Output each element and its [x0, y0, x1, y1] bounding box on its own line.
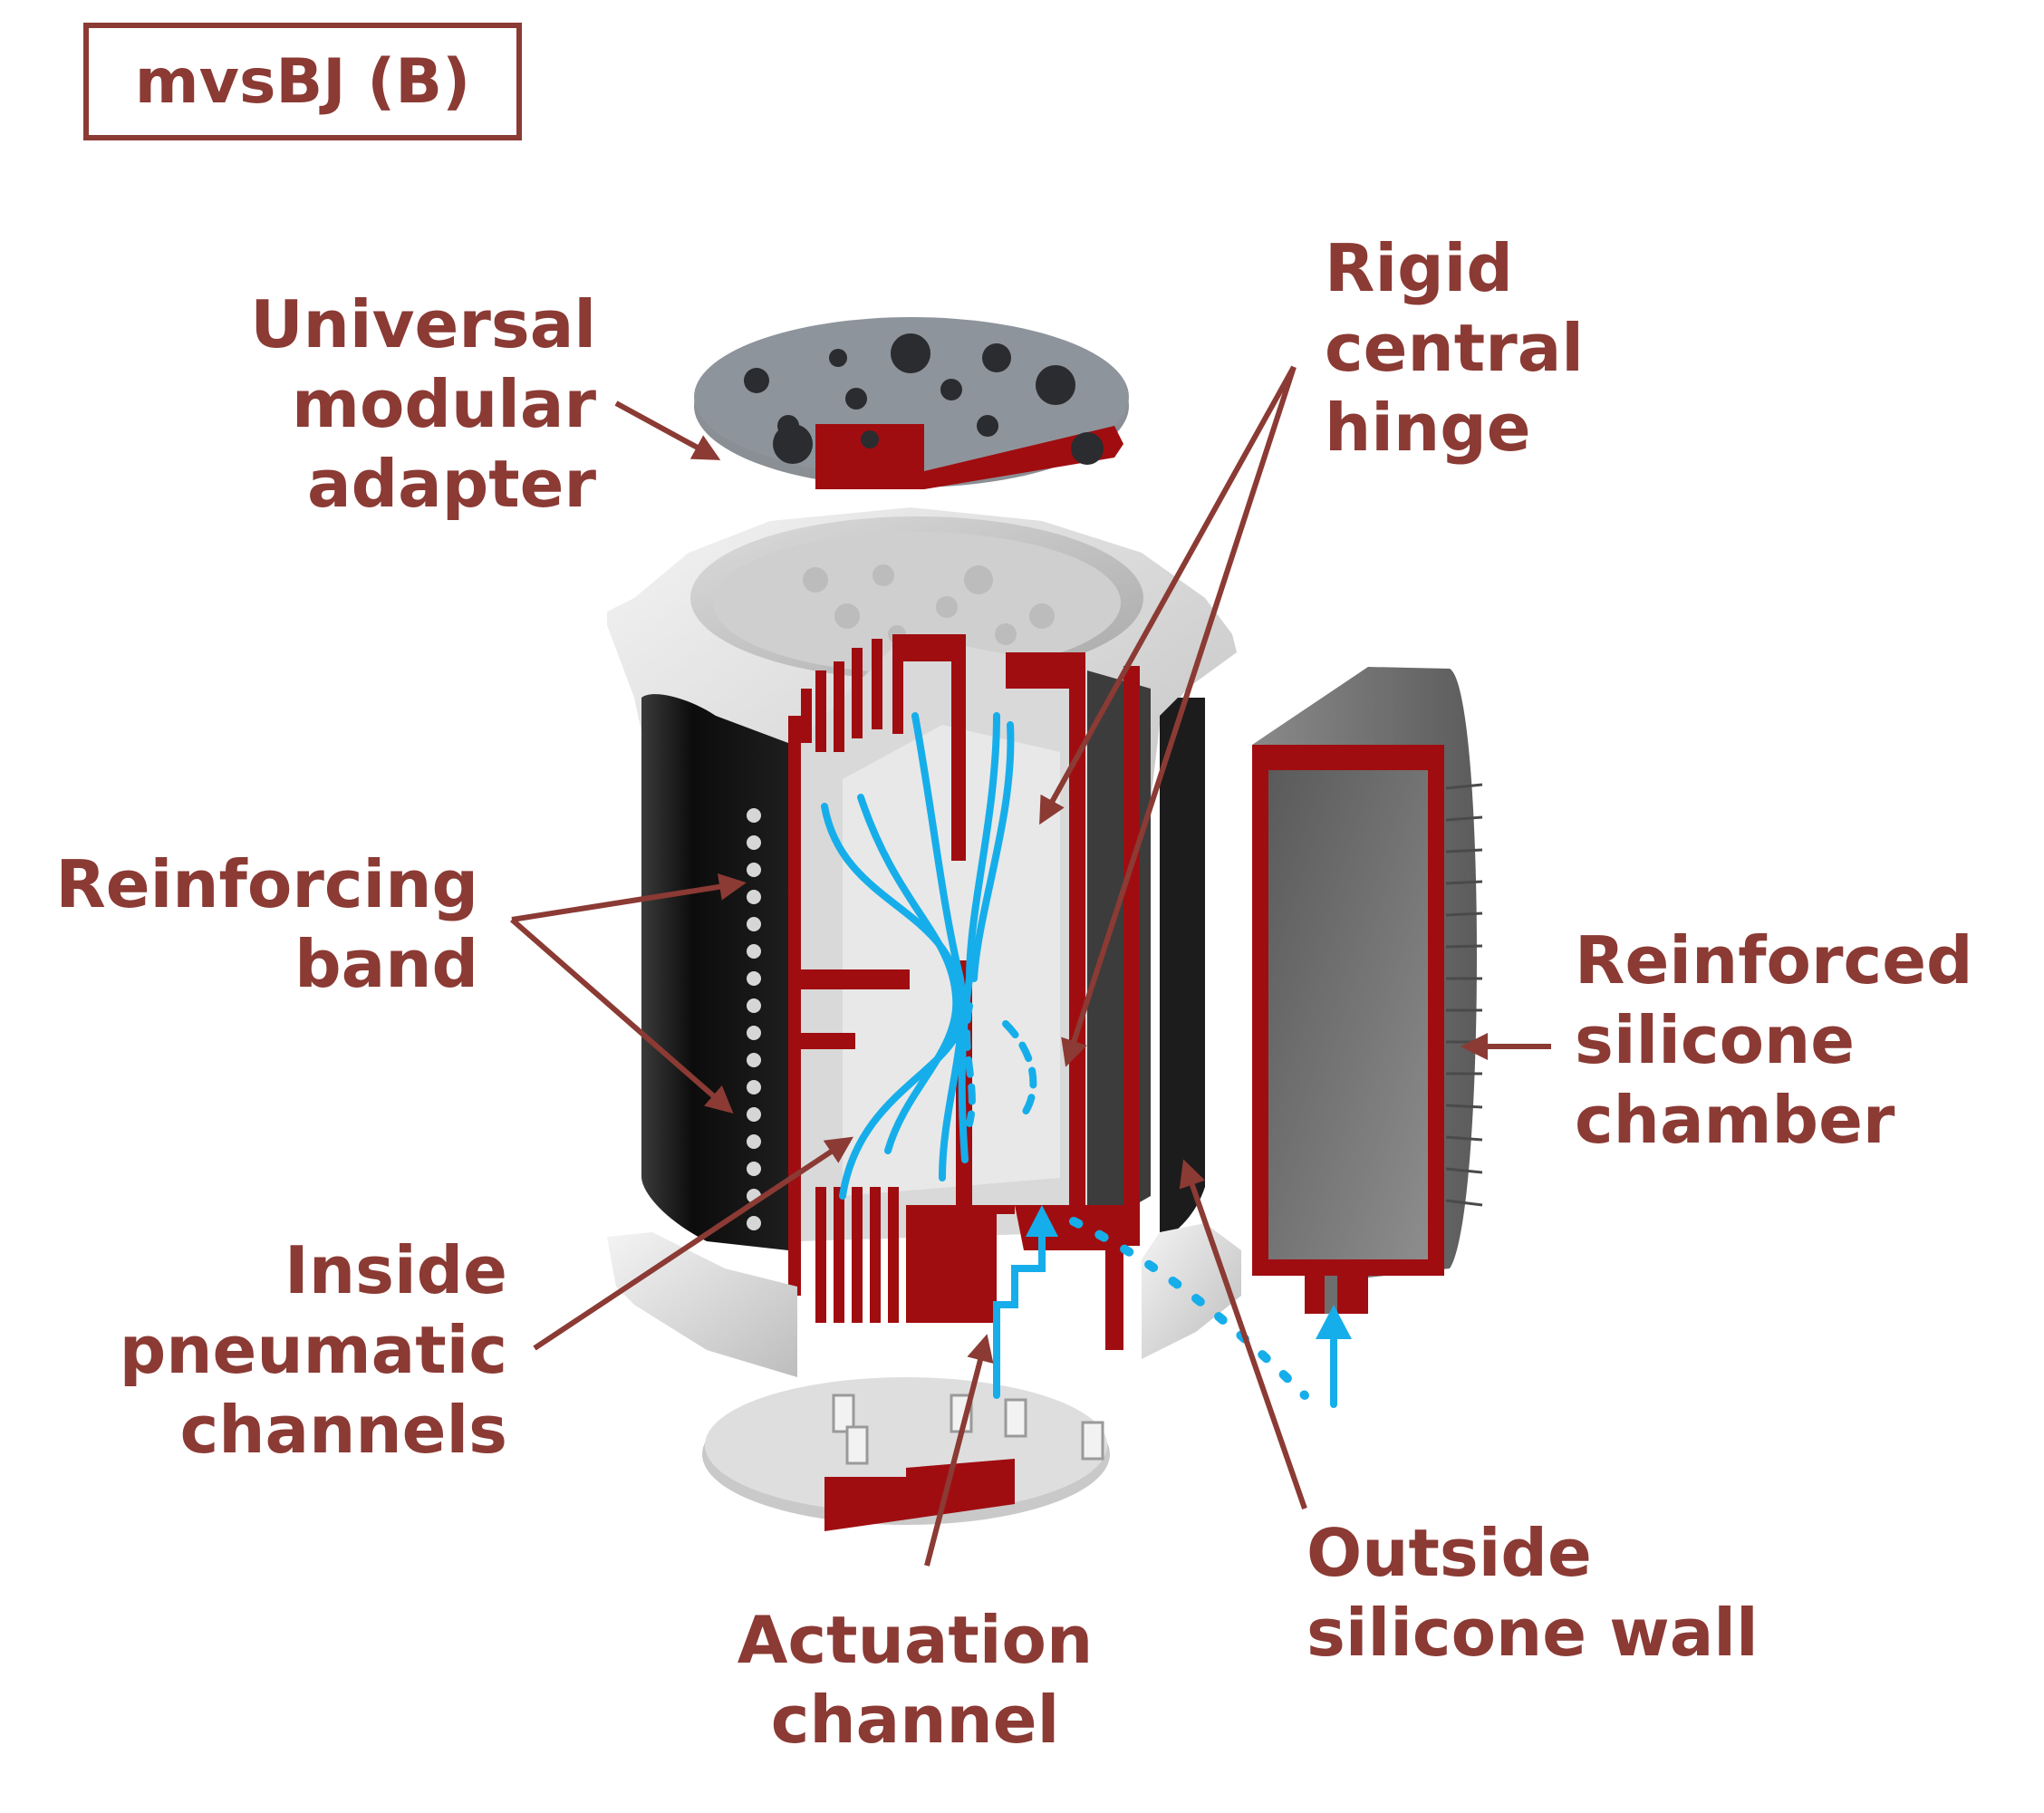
label-line: Rigid	[1325, 230, 1513, 306]
label-actuation-channel: Actuation channel	[725, 1600, 1105, 1760]
label-line: pneumatic	[119, 1312, 507, 1388]
label-line: hinge	[1325, 390, 1531, 466]
band-arrow-2	[510, 917, 734, 1114]
label-line: silicone wall	[1306, 1595, 1759, 1671]
label-line: channels	[179, 1392, 507, 1468]
page-title: mvsBJ (B)	[134, 45, 471, 118]
adapter-arrow	[614, 400, 721, 460]
label-line: silicone	[1575, 1002, 1856, 1078]
label-line: Reinforced	[1575, 922, 1973, 998]
outside-wall-arrow	[1179, 1159, 1307, 1509]
label-line: Actuation	[737, 1602, 1094, 1678]
hinge-arrow-2	[1061, 366, 1297, 1067]
label-line: chamber	[1575, 1082, 1895, 1158]
label-line: Reinforcing	[55, 846, 478, 922]
pneumatic-arrow	[533, 1136, 854, 1351]
silicone-chamber	[1252, 667, 1483, 1314]
title-box: mvsBJ (B)	[83, 23, 522, 140]
label-universal-modular-adapter: Universal modular adapter	[225, 284, 596, 524]
label-reinforcing-band: Reinforcing band	[36, 844, 478, 1004]
label-line: Outside	[1306, 1515, 1592, 1591]
label-line: central	[1325, 310, 1584, 386]
top-adapter-plate	[694, 317, 1129, 489]
band-arrow-1	[511, 873, 747, 922]
reinforcing-band	[641, 694, 1205, 1250]
actuation-arrow	[924, 1334, 994, 1567]
label-line: Inside	[284, 1232, 507, 1308]
label-reinforced-silicone-chamber: Reinforced silicone chamber	[1575, 921, 1991, 1160]
leader-arrows	[510, 365, 1551, 1567]
label-line: channel	[770, 1682, 1060, 1758]
flow-lines	[821, 712, 1337, 1408]
interior-cutaway	[797, 634, 1151, 1241]
label-outside-silicone-wall: Outside silicone wall	[1306, 1513, 1814, 1673]
label-line: Universal	[250, 286, 596, 362]
hinge-arrow-1	[1039, 365, 1297, 825]
bottom-adapter-plate	[702, 1377, 1110, 1531]
label-inside-pneumatic-channels: Inside pneumatic channels	[82, 1230, 507, 1470]
label-line: modular	[291, 366, 596, 442]
label-rigid-central-hinge: Rigid central hinge	[1325, 228, 1615, 468]
label-line: adapter	[306, 446, 596, 522]
flow-arrowheads	[1026, 1205, 1352, 1339]
label-line: band	[294, 926, 478, 1002]
